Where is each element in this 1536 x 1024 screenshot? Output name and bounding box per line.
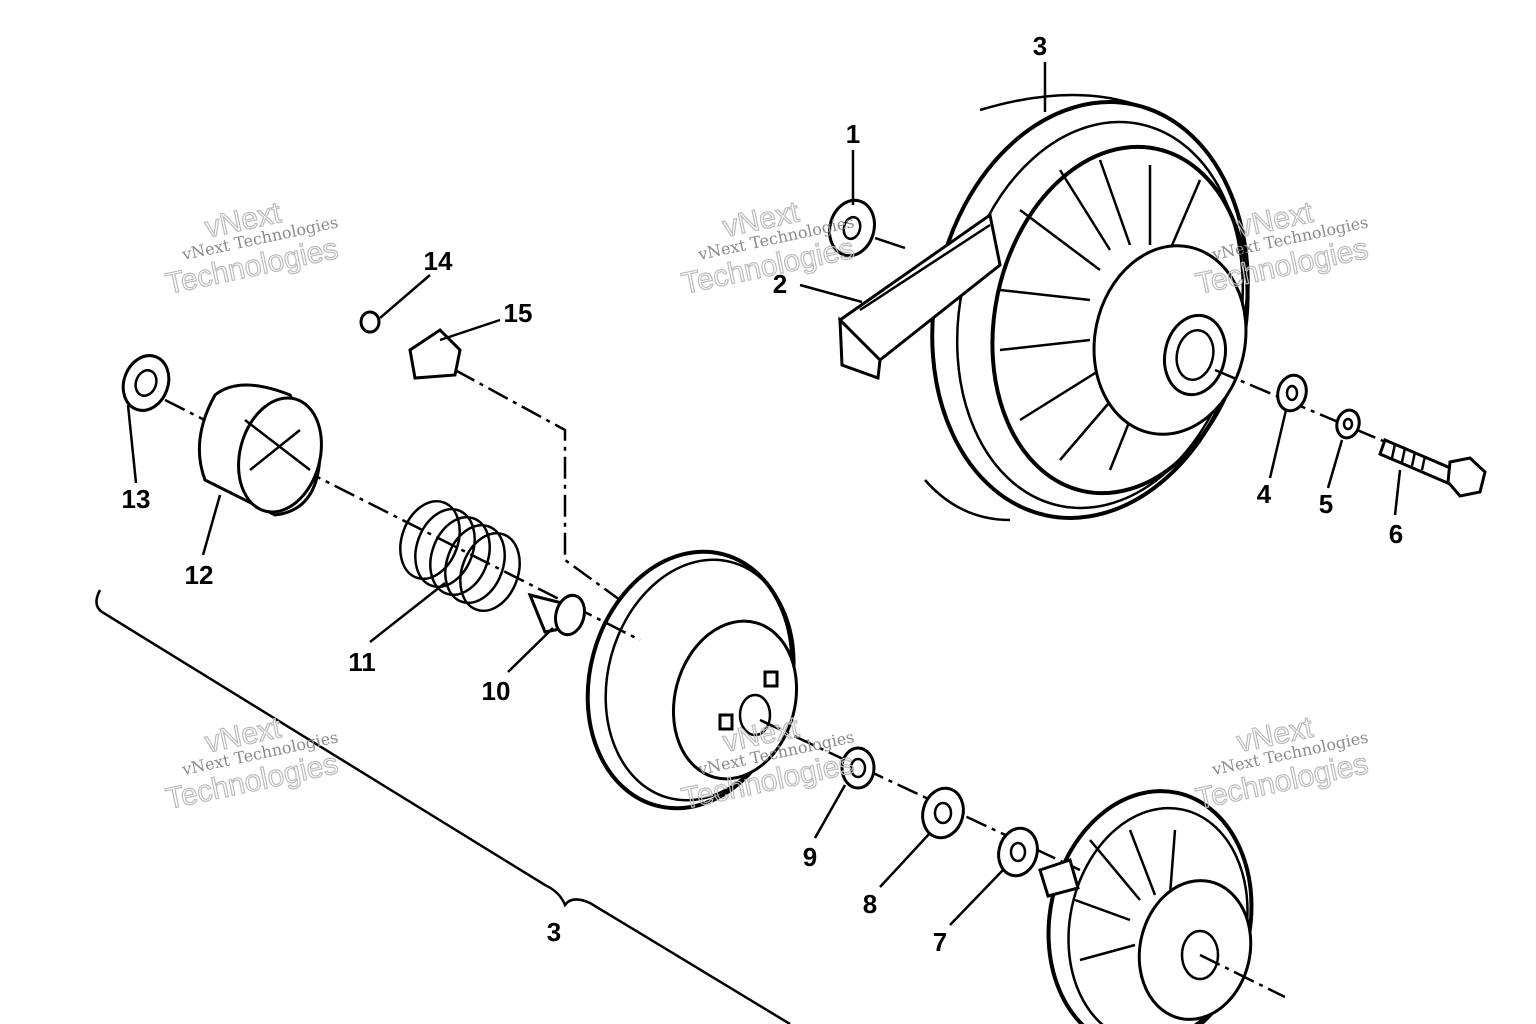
leader-lines	[126, 62, 1402, 926]
callout-13: 13	[122, 484, 151, 514]
nut-5	[1335, 408, 1361, 440]
callout-2: 2	[773, 269, 787, 299]
drive-belt	[837, 212, 1002, 381]
axis-insert	[454, 368, 621, 602]
watermark-top-right: vNext vNext Technologies Technologies	[1192, 195, 1371, 301]
ramp-12	[197, 383, 323, 517]
callout-labels: 1 2 3 4 5 6 7 8 9 10 11 12 13 14 15 3	[122, 31, 1404, 957]
spring-11	[399, 499, 521, 613]
washer-8	[921, 786, 965, 840]
axis-fixed-sheave	[1199, 953, 1286, 999]
callout-12: 12	[185, 560, 214, 590]
watermark-top-left: vNext vNext Technologies Technologies	[162, 196, 341, 302]
set-screw-14	[359, 310, 381, 334]
callout-10: 10	[482, 676, 511, 706]
callout-15: 15	[504, 298, 533, 328]
watermark-bottom-right: vNext vNext Technologies Technologies	[1192, 710, 1371, 816]
callout-3-upper: 3	[1033, 31, 1047, 61]
washer-1	[828, 198, 876, 258]
driven-pulley-assembly	[924, 93, 1250, 522]
bushing-9	[840, 746, 876, 790]
watermark-bottom-left: vNext vNext Technologies Technologies	[162, 711, 341, 817]
callout-5: 5	[1319, 489, 1333, 519]
callout-9: 9	[803, 842, 817, 872]
insert-15	[408, 328, 462, 380]
watermark-top-center: vNext vNext Technologies Technologies	[678, 195, 857, 301]
callout-7: 7	[933, 927, 947, 957]
callout-3-lower: 3	[547, 917, 561, 947]
bushing-10	[527, 592, 586, 637]
washer-4	[1276, 373, 1308, 413]
callout-14: 14	[424, 246, 453, 276]
axis-part-1	[874, 236, 906, 250]
assembly-brace	[95, 589, 791, 1024]
callout-4: 4	[1257, 479, 1272, 509]
callout-1: 1	[846, 119, 860, 149]
callout-11: 11	[348, 647, 376, 677]
washer-7	[997, 826, 1039, 878]
fixed-sheave	[1038, 789, 1254, 1024]
callout-8: 8	[863, 889, 877, 919]
washer-13	[121, 354, 171, 412]
movable-sheave	[585, 549, 799, 811]
bolt-6	[1378, 437, 1487, 498]
callout-6: 6	[1389, 519, 1403, 549]
